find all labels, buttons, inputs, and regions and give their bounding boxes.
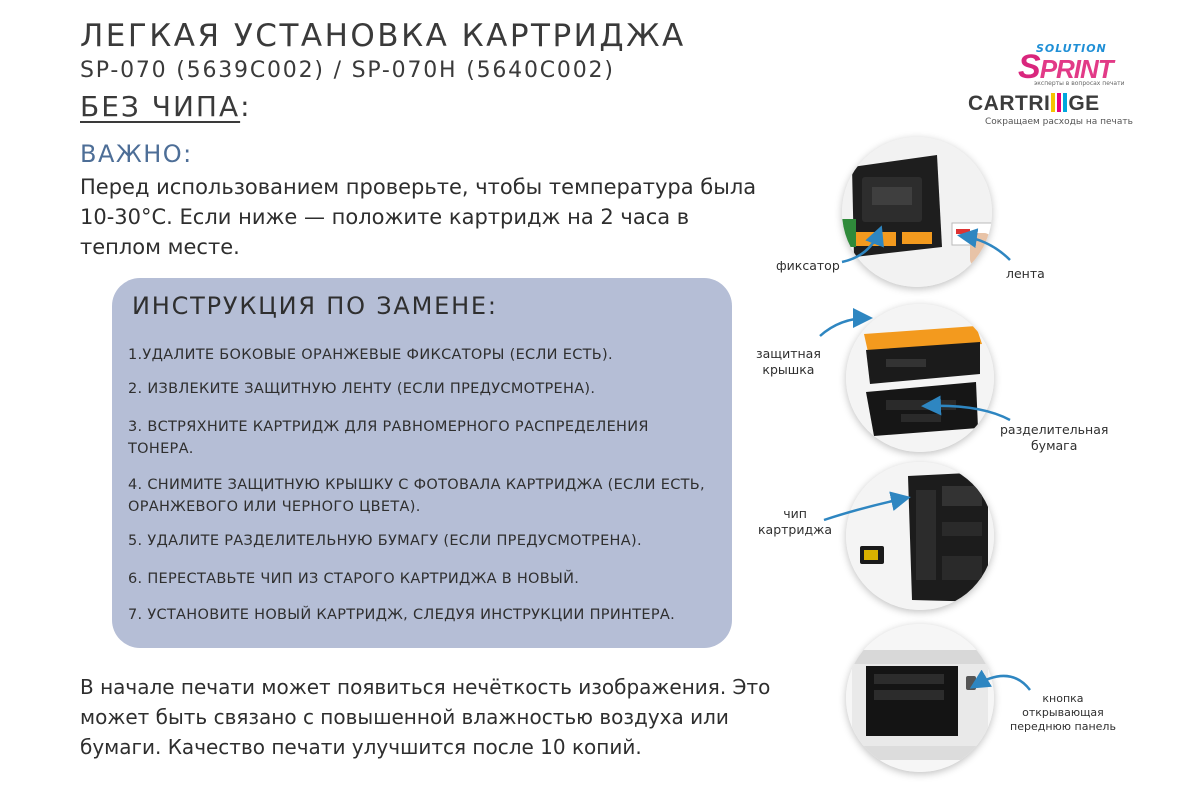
instruction-box: ИНСТРУКЦИЯ ПО ЗАМЕНЕ: 1.УДАЛИТЕ БОКОВЫЕ … bbox=[112, 278, 732, 648]
photo-cover-and-paper bbox=[846, 304, 994, 452]
cartridge-logo-part1: CARTRI bbox=[968, 92, 1051, 115]
label-button-line2: открывающая bbox=[1022, 706, 1104, 719]
chip-illustration bbox=[846, 462, 994, 610]
label-chip-line2: картриджа bbox=[758, 522, 833, 537]
important-text: Перед использованием проверьте, чтобы те… bbox=[80, 175, 757, 259]
important-heading: ВАЖНО: bbox=[80, 140, 193, 168]
solution-print-logo: SOLUTION SPRINT эксперты в вопросах печа… bbox=[1018, 42, 1128, 88]
step-5: 5. УДАЛИТЕ РАЗДЕЛИТЕЛЬНУЮ БУМАГУ (ЕСЛИ П… bbox=[128, 533, 642, 549]
label-button-line1: кнопка bbox=[1042, 692, 1084, 705]
cartridges-illustration bbox=[846, 304, 994, 452]
label-paper-line2: бумага bbox=[1030, 438, 1078, 453]
solution-print-logo-main: SPRINT bbox=[1018, 48, 1114, 87]
label-cover-line1: защитная bbox=[756, 346, 821, 361]
label-chip-line1: чип bbox=[783, 506, 807, 521]
cmyk-bars-icon bbox=[1051, 93, 1068, 112]
logo-print-word: PRINT bbox=[1039, 54, 1114, 84]
step-4: 4. СНИМИТЕ ЗАЩИТНУЮ КРЫШКУ С ФОТОВАЛА КА… bbox=[128, 477, 705, 515]
cartridge-tagline: Сокращаем расходы на печать bbox=[985, 117, 1133, 127]
page-title: ЛЕГКАЯ УСТАНОВКА КАРТРИДЖА bbox=[80, 18, 686, 54]
solution-print-logo-top: SOLUTION bbox=[1036, 42, 1107, 55]
subtitle-no-chip: БЕЗ ЧИПА: bbox=[80, 90, 252, 123]
label-button-line3: переднюю панель bbox=[1010, 720, 1116, 733]
step-6: 6. ПЕРЕСТАВЬТЕ ЧИП ИЗ СТАРОГО КАРТРИДЖА … bbox=[128, 571, 580, 587]
important-colon: : bbox=[183, 140, 193, 168]
bar-yellow bbox=[1051, 93, 1056, 112]
label-paper-line1: разделительная bbox=[1000, 422, 1109, 437]
cartridge-logo-part2: GE bbox=[1068, 92, 1100, 115]
printer-illustration bbox=[846, 624, 994, 772]
label-cover-line2: крышка bbox=[762, 362, 815, 377]
label-latch: фиксатор bbox=[776, 258, 840, 273]
photo-latch-and-tape bbox=[842, 137, 992, 287]
photo-printer bbox=[846, 624, 994, 772]
cartridge-logo-main: CARTRI GE bbox=[968, 92, 1100, 116]
print-quality-note: В начале печати может появиться нечёткос… bbox=[80, 675, 771, 759]
step-3: 3. ВСТРЯХНИТЕ КАРТРИДЖ ДЛЯ РАВНОМЕРНОГО … bbox=[128, 419, 649, 457]
cartridge-logo: CARTRI GE Сокращаем расходы на печать bbox=[968, 92, 1138, 132]
step-7: 7. УСТАНОВИТЕ НОВЫЙ КАРТРИДЖ, СЛЕДУЯ ИНС… bbox=[128, 607, 675, 623]
instruction-title: ИНСТРУКЦИЯ ПО ЗАМЕНЕ: bbox=[132, 292, 498, 320]
subtitle-no-chip-text: БЕЗ ЧИПА bbox=[80, 90, 241, 123]
subtitle-colon: : bbox=[240, 90, 252, 123]
solution-print-tagline: эксперты в вопросах печати bbox=[1034, 80, 1125, 87]
label-tape: лента bbox=[1006, 266, 1045, 281]
model-numbers: SP-070 (5639C002) / SP-070H (5640C002) bbox=[80, 58, 615, 83]
step-2: 2. ИЗВЛЕКИТЕ ЗАЩИТНУЮ ЛЕНТУ (ЕСЛИ ПРЕДУС… bbox=[128, 381, 596, 397]
step-1: 1.УДАЛИТЕ БОКОВЫЕ ОРАНЖЕВЫЕ ФИКСАТОРЫ (Е… bbox=[128, 347, 613, 363]
photo-chip bbox=[846, 462, 994, 610]
cartridge-end-illustration bbox=[842, 137, 992, 287]
bar-cyan bbox=[1063, 93, 1068, 112]
bar-pink bbox=[1057, 93, 1062, 112]
important-label: ВАЖНО bbox=[80, 140, 184, 168]
logo-s-letter: S bbox=[1018, 48, 1041, 86]
